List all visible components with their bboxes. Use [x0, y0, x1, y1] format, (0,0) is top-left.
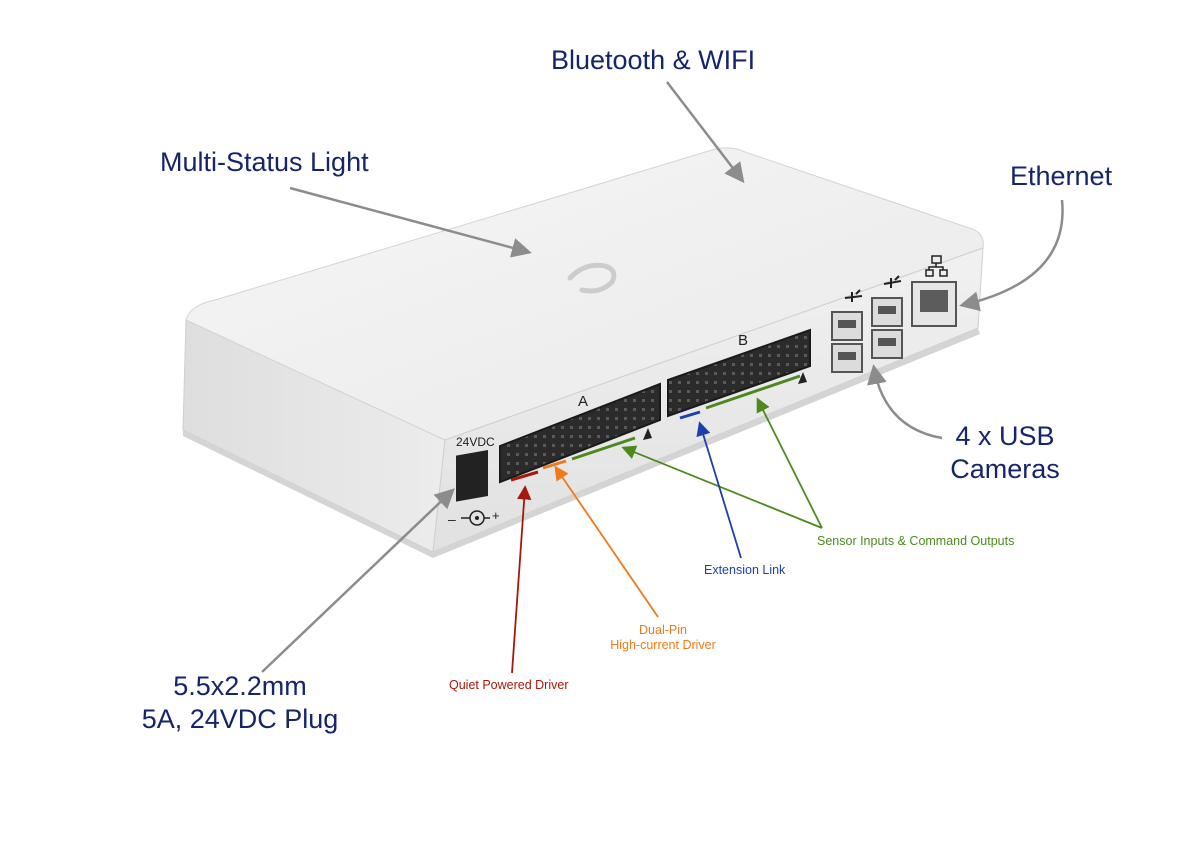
multi-status-light-label: Multi-Status Light — [160, 147, 369, 177]
sensor-b-marker — [705, 374, 801, 410]
arrow-sensor-b — [756, 397, 823, 529]
dc-polarity-icon: – + — [448, 508, 500, 527]
logo-icon — [567, 262, 617, 294]
ethernet-label: Ethernet — [1010, 161, 1113, 191]
port-b-label: B — [738, 332, 748, 349]
ethernet-port — [911, 255, 957, 327]
svg-text:+: + — [492, 508, 500, 523]
arrow-dual-pin — [554, 465, 659, 618]
dual-pin-marker — [542, 459, 567, 470]
port-a-label: A — [578, 393, 588, 410]
usb-ports — [831, 275, 903, 373]
connector-a: A — [499, 382, 661, 484]
quiet-driver-marker — [510, 470, 539, 482]
arrow-status-light — [289, 186, 532, 258]
usb-icon — [883, 275, 902, 288]
power-jack: 24VDC – + — [448, 435, 500, 527]
device-body — [182, 147, 984, 558]
sensor-io-label: Sensor Inputs & Command Outputs — [817, 534, 1015, 548]
usb-cameras-label: 4 x USB Cameras — [950, 421, 1060, 484]
arrow-usb — [867, 364, 943, 440]
power-plug-label: 5.5x2.2mm 5A, 24VDC Plug — [141, 671, 339, 734]
svg-text:–: – — [448, 511, 456, 527]
sensor-a-marker — [571, 436, 636, 461]
quiet-driver-label: Quiet Powered Driver — [449, 678, 569, 692]
arrow-extension — [696, 421, 742, 559]
dual-pin-label: Dual-Pin High-current Driver — [610, 623, 716, 652]
connector-b: B — [667, 328, 811, 418]
arrow-ethernet — [959, 199, 1064, 312]
arrow-sensor-a — [621, 445, 823, 529]
device-top-face — [185, 147, 984, 441]
network-icon — [925, 255, 948, 277]
extension-link-label: Extension Link — [704, 563, 786, 577]
bluetooth-wifi-label: Bluetooth & WIFI — [551, 45, 756, 75]
voltage-marking: 24VDC — [456, 435, 495, 449]
arrow-power — [261, 488, 455, 673]
extension-marker — [679, 410, 701, 420]
arrow-bluetooth — [666, 81, 745, 184]
usb-icon — [844, 289, 863, 302]
arrow-quiet-driver — [511, 485, 532, 674]
